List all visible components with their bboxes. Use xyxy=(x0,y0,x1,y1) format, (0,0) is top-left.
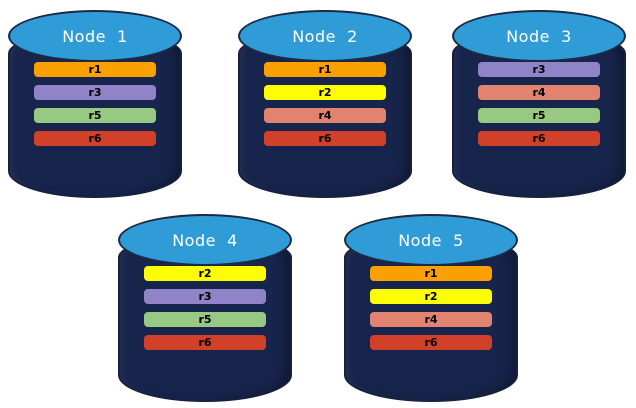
cylinder-top-ellipse xyxy=(118,214,292,266)
replica-bar[interactable]: r6 xyxy=(478,131,600,146)
node-cylinder[interactable]: Node 3 r3 r4 r5 r6 xyxy=(452,8,626,198)
replica-bar[interactable]: r3 xyxy=(478,62,600,77)
replica-list: r3 r4 r5 r6 xyxy=(452,62,626,146)
replica-list: r1 r2 r4 r6 xyxy=(344,266,518,350)
node-cylinder[interactable]: Node 5 r1 r2 r4 r6 xyxy=(344,212,518,402)
cylinder-top-ellipse xyxy=(452,10,626,62)
replica-bar[interactable]: r6 xyxy=(34,131,156,146)
replica-bar[interactable]: r3 xyxy=(144,289,266,304)
replica-bar[interactable]: r6 xyxy=(264,131,386,146)
replica-bar[interactable]: r4 xyxy=(478,85,600,100)
replica-bar[interactable]: r2 xyxy=(264,85,386,100)
replica-bar[interactable]: r2 xyxy=(144,266,266,281)
replica-bar[interactable]: r1 xyxy=(264,62,386,77)
node-cylinder[interactable]: Node 2 r1 r2 r4 r6 xyxy=(238,8,412,198)
node-cylinder[interactable]: Node 1 r1 r3 r5 r6 xyxy=(8,8,182,198)
replica-bar[interactable]: r4 xyxy=(370,312,492,327)
node-cylinder[interactable]: Node 4 r2 r3 r5 r6 xyxy=(118,212,292,402)
replica-bar[interactable]: r4 xyxy=(264,108,386,123)
replica-bar[interactable]: r6 xyxy=(144,335,266,350)
replica-bar[interactable]: r2 xyxy=(370,289,492,304)
replica-list: r1 r3 r5 r6 xyxy=(8,62,182,146)
cylinder-top-ellipse xyxy=(344,214,518,266)
cylinder-top-ellipse xyxy=(238,10,412,62)
replica-bar[interactable]: r6 xyxy=(370,335,492,350)
replica-bar[interactable]: r5 xyxy=(478,108,600,123)
replica-bar[interactable]: r1 xyxy=(34,62,156,77)
cylinder-top-ellipse xyxy=(8,10,182,62)
replica-bar[interactable]: r3 xyxy=(34,85,156,100)
replica-bar[interactable]: r1 xyxy=(370,266,492,281)
replica-bar[interactable]: r5 xyxy=(34,108,156,123)
replica-list: r1 r2 r4 r6 xyxy=(238,62,412,146)
replica-list: r2 r3 r5 r6 xyxy=(118,266,292,350)
replica-bar[interactable]: r5 xyxy=(144,312,266,327)
